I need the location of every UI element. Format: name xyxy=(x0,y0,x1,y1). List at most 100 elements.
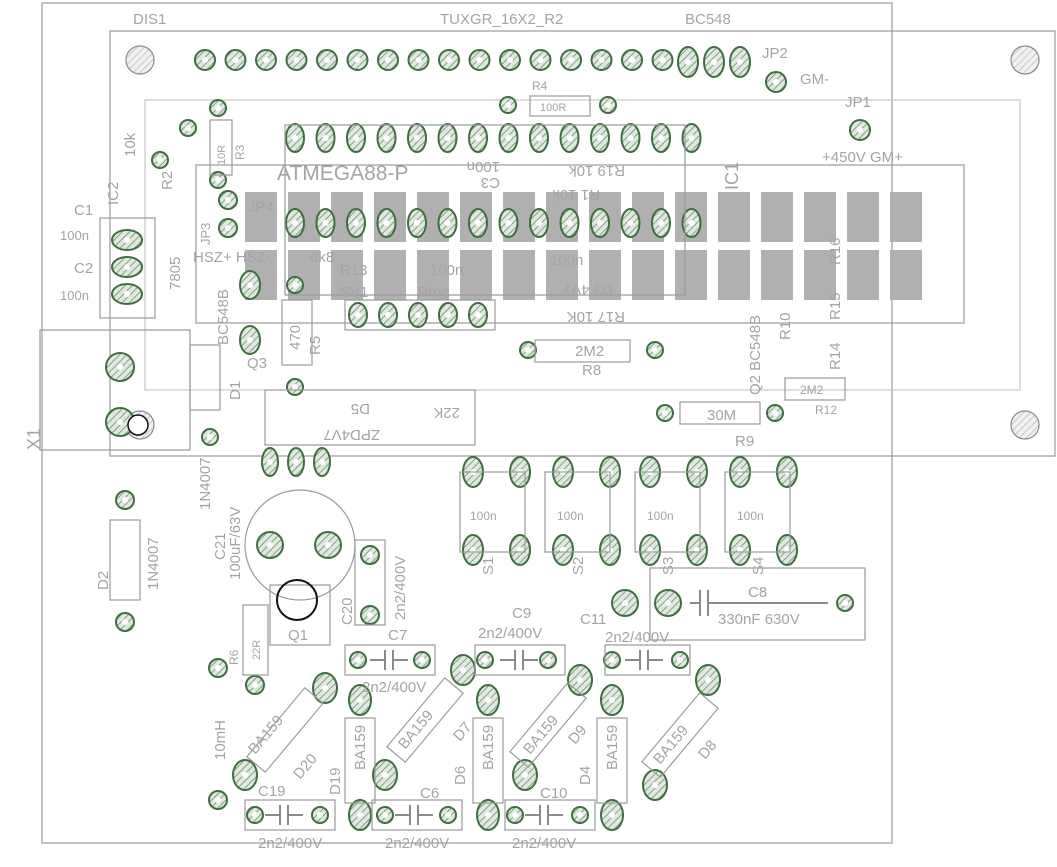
c21-value: 100uF/63V xyxy=(227,507,244,580)
drill-hole xyxy=(545,657,551,663)
drill-hole xyxy=(475,220,481,226)
s4-label: S4 xyxy=(750,557,767,575)
hsz-label: HSZ+ HSZ- xyxy=(193,249,271,266)
drill-hole xyxy=(577,812,583,818)
drill-hole xyxy=(267,459,273,465)
d4-part: BA159 xyxy=(604,725,621,770)
drill-hole xyxy=(445,312,451,318)
c10-value: 2n2/400V xyxy=(512,835,576,852)
lcd-cell xyxy=(331,250,363,300)
hv-label: +450V GM+ xyxy=(822,149,903,166)
drill-hole xyxy=(658,135,664,141)
drill-hole xyxy=(247,337,253,343)
drill-hole xyxy=(627,135,634,141)
drill-hole xyxy=(652,782,658,788)
silkscreen-labels: TUXGR_16X2_R2 DIS1 ATMEGA88-P BC548 JP2 … xyxy=(24,11,903,852)
drill-hole xyxy=(292,282,298,288)
lcd-cell xyxy=(417,250,449,300)
drill-hole xyxy=(773,79,779,85)
d5-label: D5 xyxy=(351,400,370,417)
r8-label: R8 xyxy=(582,362,601,379)
drill-hole xyxy=(354,57,361,63)
c7-value: 2n2/400V xyxy=(362,679,426,696)
r17-label: R17 10K xyxy=(567,308,625,325)
drill-hole xyxy=(665,600,671,606)
drill-hole xyxy=(317,812,323,818)
drill-hole xyxy=(382,812,388,818)
c6-value: 2n2/400V xyxy=(385,835,449,852)
drill-hole xyxy=(215,177,221,183)
drill-hole xyxy=(460,667,466,673)
drill-hole xyxy=(232,57,239,63)
drill-hole xyxy=(444,135,451,141)
drill-hole xyxy=(444,220,451,226)
drill-hole xyxy=(117,364,123,370)
s4-cap: 100n xyxy=(737,509,764,523)
drill-hole xyxy=(677,657,683,663)
bc548-q3-label: BC548B xyxy=(215,289,232,345)
drill-hole xyxy=(627,220,634,226)
drill-hole xyxy=(355,657,361,663)
cap-symbols xyxy=(265,590,828,825)
drill-hole xyxy=(322,220,329,226)
drill-hole xyxy=(842,600,848,606)
lcd-character-cells xyxy=(245,192,922,300)
drill-hole xyxy=(292,220,298,226)
lcd-cell xyxy=(589,250,621,300)
drill-hole xyxy=(263,57,269,63)
c22-label: 100n xyxy=(550,252,583,269)
drill-hole xyxy=(505,135,512,141)
drill-hole xyxy=(383,135,390,141)
d2-label: D2 xyxy=(95,571,112,590)
s2-label: S2 xyxy=(570,557,587,575)
drill-hole xyxy=(609,812,615,818)
board-outline xyxy=(41,2,893,844)
d9-label: D9 xyxy=(565,722,590,748)
drill-hole xyxy=(215,797,221,803)
r1-label: R1 10k xyxy=(552,186,600,203)
drill-hole xyxy=(267,542,273,548)
drill-hole xyxy=(319,459,325,465)
lcd-cell xyxy=(718,250,750,300)
r14-label: R14 xyxy=(827,342,844,370)
lcd-cell xyxy=(675,250,707,300)
drill-hole xyxy=(536,135,542,141)
drill-hole xyxy=(207,434,213,440)
c3-label: C3 xyxy=(481,174,500,191)
r5-value: 470 xyxy=(287,325,304,350)
lcd-cell xyxy=(847,192,879,242)
r2-value: 10k xyxy=(122,132,139,157)
drill-hole xyxy=(293,459,299,465)
display-window xyxy=(195,164,965,324)
lcd-cell xyxy=(460,250,492,300)
r3-value: 10R xyxy=(216,145,228,165)
d19-label: D19 xyxy=(327,767,344,795)
drill-hole xyxy=(772,410,778,416)
r16-label: R16 xyxy=(827,237,844,265)
drill-hole xyxy=(385,57,391,63)
drill-hole xyxy=(415,312,421,318)
drill-hole xyxy=(537,57,544,63)
c19-label: C19 xyxy=(258,783,286,800)
r6-value: 22R xyxy=(251,640,263,660)
r13-label: R13 xyxy=(340,262,368,279)
c1-value: 100n xyxy=(60,228,89,243)
drill-hole xyxy=(383,220,390,226)
drill-hole xyxy=(505,220,512,226)
drill-hole xyxy=(292,384,298,390)
drill-hole xyxy=(446,57,452,63)
drill-hole xyxy=(367,552,373,558)
drill-hole xyxy=(157,157,163,163)
drill-hole xyxy=(476,57,483,63)
c7-label: C7 xyxy=(388,627,407,644)
lcd-cell xyxy=(503,250,535,300)
drill-hole xyxy=(414,220,420,226)
component-outlines xyxy=(39,95,866,831)
drill-hole xyxy=(353,220,359,226)
drill-hole xyxy=(382,772,388,778)
drill-hole xyxy=(652,347,658,353)
c8-label: C8 xyxy=(748,584,767,601)
lcd-cell xyxy=(546,250,578,300)
drill-hole xyxy=(658,220,664,226)
drill-hole xyxy=(322,135,329,141)
